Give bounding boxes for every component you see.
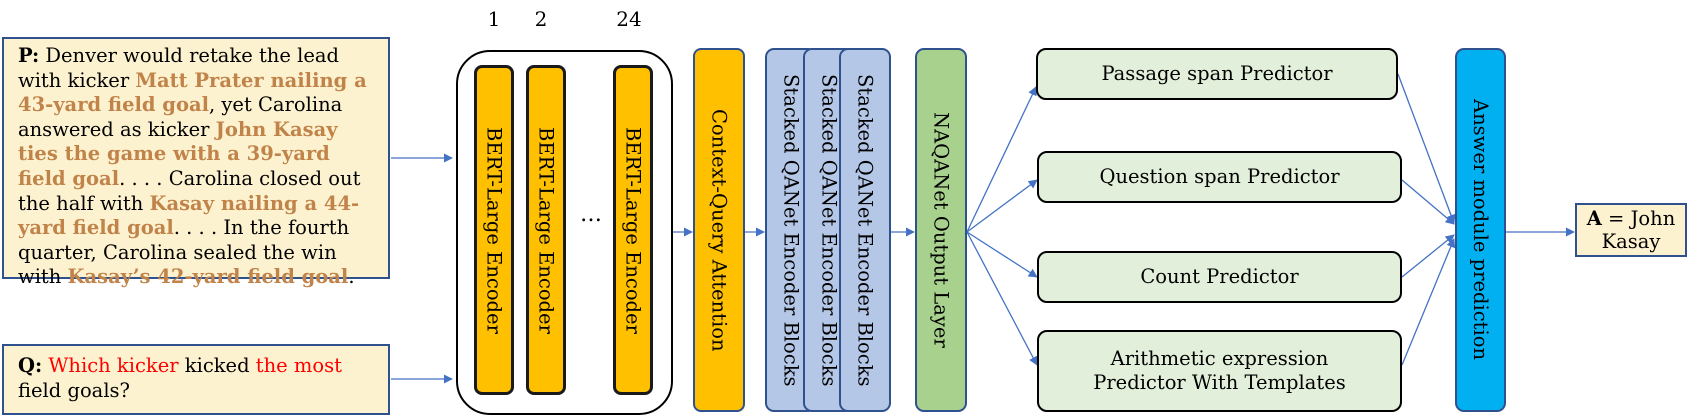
- layer-number-1: 1: [487, 7, 501, 31]
- question-box: Q: Which kicker kicked the most field go…: [2, 344, 390, 415]
- count-predictor: Count Predictor: [1037, 251, 1402, 303]
- arrow-naqanet-to-question-span: [966, 179, 1038, 233]
- arrow-count-to-answer: [1401, 234, 1455, 278]
- bert-layer-24-label: BERT-Large Encoder: [621, 126, 645, 334]
- context-query-attention-block: Context-Query Attention: [693, 48, 745, 412]
- bert-layer-24: BERT-Large Encoder: [613, 65, 653, 395]
- arrow-naqanet-to-passage-span: [966, 86, 1037, 233]
- arithmetic-expression-predictor: Arithmetic expression Predictor With Tem…: [1037, 330, 1402, 412]
- answer-module-prediction-label: Answer module prediction: [1469, 99, 1492, 361]
- arrow-question-span-to-answer: [1401, 179, 1455, 225]
- answer-box: A = John Kasay: [1575, 203, 1687, 257]
- bert-layer-1-label: BERT-Large Encoder: [482, 126, 506, 334]
- question-text: Q: Which kicker kicked the most field go…: [18, 354, 342, 402]
- passage-box: P: Denver would retake the lead with kic…: [2, 37, 390, 288]
- bert-layer-1: BERT-Large Encoder: [474, 65, 514, 395]
- qanet-encoder-block-3: Stacked QANet Encoder Blocks: [839, 48, 891, 412]
- count-predictor-label: Count Predictor: [1140, 265, 1299, 288]
- qanet-encoder-block-2-label: Stacked QANet Encoder Blocks: [817, 73, 841, 387]
- question-segment: Which kicker: [48, 354, 179, 377]
- question-segment: field goals?: [18, 378, 131, 402]
- passage-segment: , yet Carolina answered as kicker: [18, 93, 343, 141]
- arrow-arithmetic-to-answer: [1401, 238, 1456, 366]
- naqanet-output-layer-label: NAQANet Output Layer: [929, 112, 953, 348]
- qanet-encoder-block-3-label: Stacked QANet Encoder Blocks: [853, 73, 877, 387]
- layer-number-2: 2: [534, 7, 548, 31]
- arrow-passage-span-to-answer: [1397, 73, 1456, 224]
- passage-segment: . . . . Carolina closed out the half wit…: [18, 166, 361, 215]
- naqanet-output-layer: NAQANet Output Layer: [915, 48, 967, 412]
- arithmetic-expression-predictor-label: Arithmetic expression Predictor With Tem…: [1093, 347, 1346, 394]
- question-label: Q:: [18, 354, 43, 377]
- arrow-naqanet-to-count: [966, 231, 1038, 278]
- answer-text: = John Kasay: [1601, 207, 1676, 253]
- context-query-attention-label: Context-Query Attention: [707, 108, 731, 352]
- layer-number-24: 24: [616, 7, 642, 31]
- passage-segment: Kasay’s 42-yard field goal: [67, 265, 349, 289]
- passage-span-predictor: Passage span Predictor: [1036, 48, 1398, 100]
- question-segment: the most: [255, 354, 342, 377]
- passage-text: P: Denver would retake the lead with kic…: [18, 44, 367, 288]
- question-span-predictor-label: Question span Predictor: [1099, 165, 1340, 188]
- answer-module-prediction: Answer module prediction: [1455, 48, 1506, 412]
- qanet-encoder-block-1-label: Stacked QANet Encoder Blocks: [779, 73, 803, 387]
- bert-layer-2: BERT-Large Encoder: [526, 65, 566, 395]
- answer-label: A: [1586, 207, 1602, 230]
- arrow-naqanet-to-arithmetic: [966, 231, 1038, 366]
- passage-segment: Kasay nailing a 44-yard field goal: [18, 191, 360, 240]
- passage-segment: Matt Prater nailing a 43-yard field goal: [18, 68, 367, 117]
- passage-segment: John Kasay ties the game with a 39-yard …: [18, 117, 338, 190]
- bert-layer-2-label: BERT-Large Encoder: [534, 126, 558, 334]
- question-segment: kicked: [178, 354, 256, 377]
- passage-segment: Denver would retake the lead with kicker: [18, 44, 339, 92]
- question-span-predictor: Question span Predictor: [1037, 151, 1402, 203]
- passage-segment: . . . . In the fourth quarter, Carolina …: [18, 216, 350, 289]
- passage-segment: .: [348, 265, 355, 289]
- passage-label: P:: [18, 44, 40, 67]
- bert-ellipsis: …: [580, 202, 602, 227]
- passage-span-predictor-label: Passage span Predictor: [1101, 62, 1333, 85]
